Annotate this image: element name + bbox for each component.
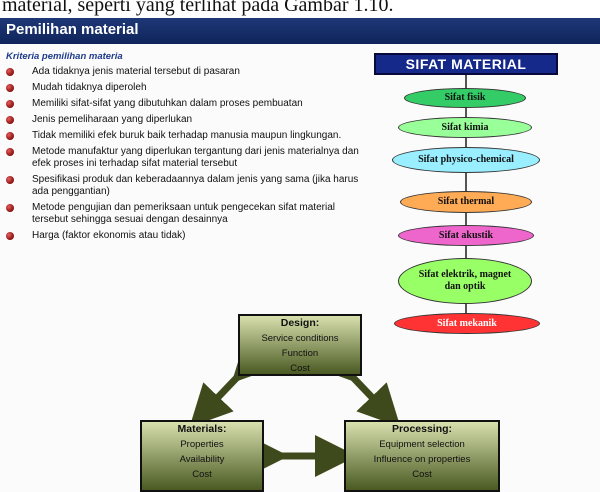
materials-line: Availability [179, 454, 225, 465]
materials-line: Properties [180, 439, 224, 450]
criteria-heading: Kriteria pemilihan materia [6, 51, 123, 62]
design-line: Function [281, 348, 319, 359]
criteria-item: Mudah tidaknya diperoleh [6, 82, 366, 94]
page-caption: material, seperti yang terlihat pada Gam… [2, 0, 394, 16]
processing-box: Processing: Equipment selection Influenc… [344, 420, 500, 492]
sifat-elektrik-node: Sifat elektrik, magnet dan optik [398, 258, 532, 304]
bullet-icon [6, 148, 14, 156]
bullet-icon [6, 116, 14, 124]
sifat-kimia-node: Sifat kimia [398, 117, 532, 138]
slide-title: Pemilihan material [6, 21, 139, 38]
criteria-item: Ada tidaknya jenis material tersebut di … [6, 66, 366, 78]
bullet-icon [6, 204, 14, 212]
materials-title: Materials: [177, 423, 227, 435]
sifat-material-header: SIFAT MATERIAL [374, 53, 558, 75]
slide-banner: Pemilihan material [0, 18, 600, 44]
bullet-icon [6, 68, 14, 76]
design-title: Design: [280, 317, 320, 329]
sifat-akustik-node: Sifat akustik [398, 225, 534, 246]
criteria-item: Memiliki sifat-sifat yang dibutuhkan dal… [6, 98, 366, 110]
processing-line: Cost [412, 469, 432, 480]
design-line: Cost [290, 363, 310, 374]
design-box: Design: Service conditions Function Cost [238, 314, 362, 376]
criteria-item: Spesifikasi produk dan keberadaannya dal… [6, 174, 362, 198]
criteria-item: Metode manufaktur yang diperlukan tergan… [6, 146, 362, 170]
processing-title: Processing: [391, 423, 453, 435]
sifat-thermal-node: Sifat thermal [400, 191, 532, 213]
processing-line: Equipment selection [379, 439, 465, 450]
criteria-item: Metode pengujian dan pemeriksaan untuk p… [6, 202, 362, 226]
design-line: Service conditions [261, 333, 339, 344]
bullet-icon [6, 232, 14, 240]
bullet-icon [6, 132, 14, 140]
materials-line: Cost [192, 469, 212, 480]
criteria-list: Ada tidaknya jenis material tersebut di … [6, 66, 366, 246]
criteria-item: Harga (faktor ekonomis atau tidak) [6, 230, 366, 242]
bullet-icon [6, 84, 14, 92]
bullet-icon [6, 100, 14, 108]
criteria-item: Jenis pemeliharaan yang diperlukan [6, 114, 366, 126]
sifat-physico-chemical-node: Sifat physico-chemical [392, 147, 540, 173]
materials-box: Materials: Properties Availability Cost [140, 420, 264, 492]
sifat-fisik-node: Sifat fisik [404, 88, 526, 108]
bullet-icon [6, 176, 14, 184]
criteria-item: Tidak memiliki efek buruk baik terhadap … [6, 130, 366, 142]
processing-line: Influence on properties [373, 454, 471, 465]
sifat-mekanik-node: Sifat mekanik [394, 313, 540, 334]
